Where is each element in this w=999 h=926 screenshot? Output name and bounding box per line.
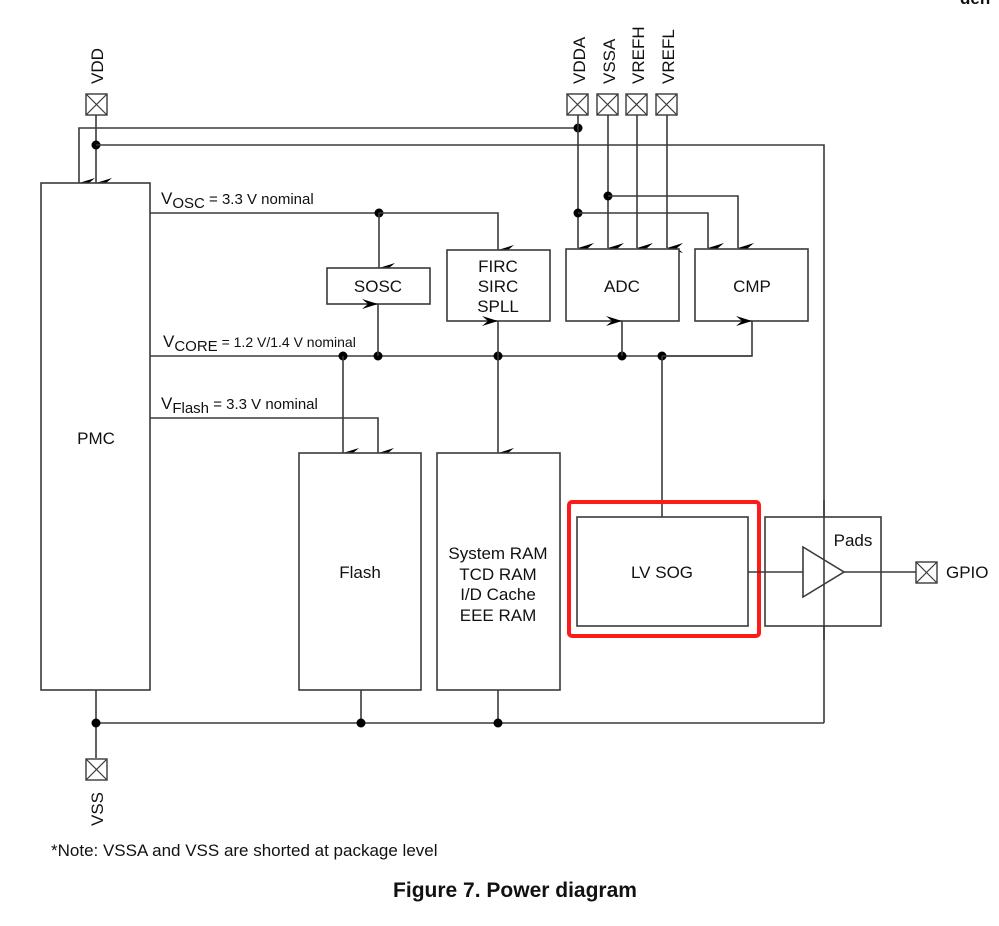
wire-vcore-cmp <box>662 316 753 357</box>
block-cmp-label: CMP <box>733 277 771 296</box>
pin-vdda: VDDA <box>566 36 589 116</box>
block-pads-label: Pads <box>834 531 873 550</box>
block-ram-line: System RAM <box>448 544 547 563</box>
block-pmc <box>40 182 151 691</box>
pin-vrefh: VREFH <box>625 26 648 116</box>
block-sosc <box>326 267 431 305</box>
wire-vdda-cmp <box>578 212 724 253</box>
junction-dot <box>91 718 101 728</box>
block-sosc-label: SOSC <box>354 277 402 296</box>
pin-label-vdda: VDDA <box>570 36 589 84</box>
block-ram <box>436 452 561 691</box>
rail-vflash-label: VFlash = 3.3 V nominal <box>161 394 318 417</box>
block-flash-label: Flash <box>339 563 381 582</box>
block-clocks-line: SIRC <box>478 277 519 296</box>
corner-text-fragment: den <box>960 0 990 8</box>
block-ram-line: I/D Cache <box>460 585 536 604</box>
block-lvsog-label: LV SOG <box>631 563 693 582</box>
pin-vrefl: VREFL <box>655 29 678 116</box>
block-ram-line: EEE RAM <box>460 606 537 625</box>
block-clocks-line: FIRC <box>478 257 518 276</box>
rail-vflash <box>150 417 394 458</box>
figure-note: *Note: VSSA and VSS are shorted at packa… <box>51 841 438 860</box>
pin-label-vssa: VSSA <box>600 38 619 84</box>
junction-dot <box>356 718 366 728</box>
junction-dot <box>493 718 503 728</box>
block-clocks <box>446 249 551 322</box>
pin-vssa: VSSA <box>596 38 619 116</box>
rail-vosc-label: VOSC = 3.3 V nominal <box>161 189 314 212</box>
block-ram-line: TCD RAM <box>459 565 536 584</box>
wire-vosc-clocks <box>379 212 514 255</box>
block-adc <box>565 248 680 322</box>
block-lvsog <box>576 516 749 627</box>
pin-vdd: VDD <box>85 48 108 116</box>
block-pmc-label: PMC <box>77 429 115 448</box>
pin-label-vdd: VDD <box>88 48 107 84</box>
block-clocks-line: SPLL <box>477 297 519 316</box>
pin-label-vss: VSS <box>88 792 107 826</box>
rail-vcore-label: VCORE = 1.2 V/1.4 V nominal <box>163 332 356 355</box>
pin-gpio: GPIO <box>915 561 989 584</box>
block-flash <box>298 452 422 691</box>
figure-caption: Figure 7. Power diagram <box>393 879 637 902</box>
pin-label-gpio: GPIO <box>946 563 989 582</box>
wire-vssa-cmp <box>608 195 754 253</box>
pin-label-vrefl: VREFL <box>659 29 678 84</box>
highlight-box-lvsog <box>567 500 761 638</box>
pin-label-vrefh: VREFH <box>629 26 648 84</box>
pin-vss: VSS <box>85 758 108 826</box>
block-adc-label: ADC <box>604 277 640 296</box>
wire-vdda-to-pmc <box>78 127 578 188</box>
block-cmp <box>694 248 809 322</box>
